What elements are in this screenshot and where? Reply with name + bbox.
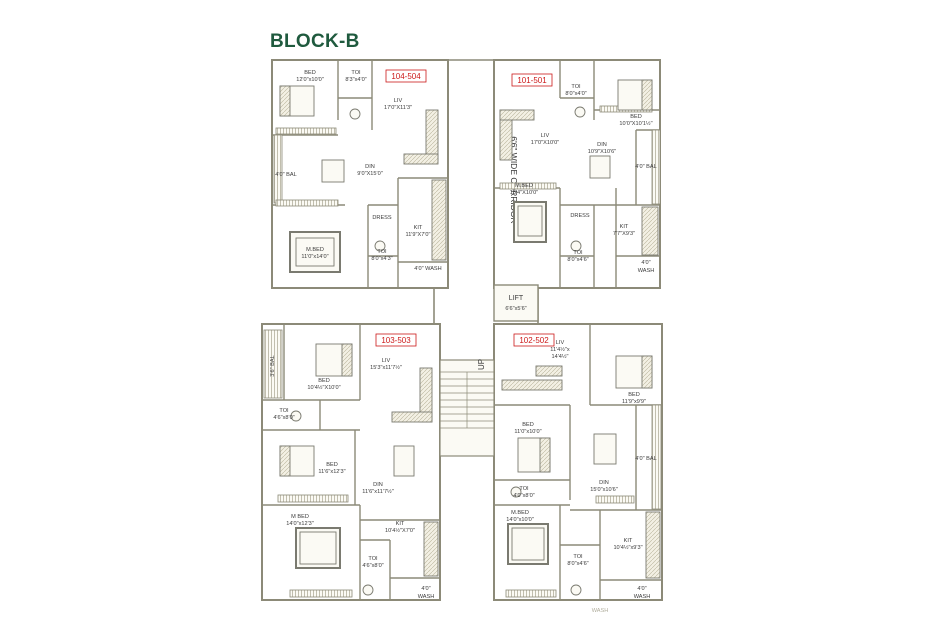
page-title: BLOCK-B	[270, 31, 360, 52]
room-name: KIT	[414, 225, 423, 231]
room-size: 14'0"x10'0"	[506, 517, 534, 523]
unit-102-502-rooms: LIV 11'4½"x 14'4½" BED 11'9"x9'9" BED 11…	[506, 340, 656, 600]
room-name: DIN	[373, 482, 383, 488]
room-size: 9'0"X15'0"	[357, 171, 382, 177]
room-name: 4'0" WASH	[414, 266, 441, 272]
unit-104-504-walls	[272, 60, 448, 288]
room-name: TOI	[571, 84, 581, 90]
room-name: LIV	[556, 340, 565, 346]
room-name: LIV	[382, 358, 391, 364]
lift: LIFT 6'6"x5'6"	[493, 284, 539, 322]
room-size: 10'9"X10'6"	[588, 149, 617, 155]
room-size: WASH	[638, 268, 655, 274]
room-name: BED	[628, 392, 640, 398]
room-name: M.BED	[511, 510, 529, 516]
room-size: 4'6"x8'0"	[273, 415, 294, 421]
room-name: DIN	[597, 142, 607, 148]
room-size: 4'6"x8'0"	[362, 563, 383, 569]
room-name: TOI	[368, 556, 378, 562]
room-name: TOI	[377, 249, 387, 255]
room-size: 8'3"x4'0"	[345, 77, 366, 83]
room-size: WASH	[418, 594, 435, 600]
room-name: DRESS	[570, 213, 590, 219]
room-name: TOI	[279, 408, 289, 414]
stair-up-label: UP	[477, 359, 486, 370]
room-name: M BED	[291, 514, 309, 520]
room-name: TOI	[519, 486, 529, 492]
room-name: 4'0" BAL	[635, 456, 656, 462]
room-size: 11'6"x11'7½"	[362, 488, 393, 495]
unit-id-101-501: 101-501	[517, 76, 547, 85]
room-size: 11'4½"x	[550, 346, 570, 353]
room-name: M.BED	[306, 247, 324, 253]
room-name: BED	[304, 70, 316, 76]
unit-104-504-rooms: BED 12'0"x10'0" TOI 8'3"x4'0" LIV 17'0"X…	[275, 70, 441, 272]
room-size: 11'6"x12'3"	[318, 469, 345, 475]
room-size: 10'0"X10'1½"	[619, 120, 652, 127]
room-name: KIT	[396, 521, 405, 527]
room-size: 4'0"x8'0"	[513, 493, 534, 499]
unit-labels: 104-504 101-501 103-503 102-502	[375, 69, 555, 347]
room-size: 14'4½"	[551, 353, 568, 360]
room-size: 17'0"X10'0"	[531, 140, 560, 146]
room-name: DRESS	[372, 215, 392, 221]
room-name: 3'6" BAL	[270, 355, 276, 376]
room-size: 15'4"X10'0"	[510, 190, 539, 196]
unit-103-503-rooms: 3'6" BAL BED 10'4½"X10'0" LIV 15'3"x11'7…	[270, 355, 434, 600]
footer-fragment: WASH	[592, 608, 609, 614]
unit-id-103-503: 103-503	[381, 336, 411, 345]
unit-103-503-walls	[262, 324, 440, 600]
room-name: LIV	[541, 133, 550, 139]
room-name: 4'0"	[637, 586, 646, 592]
room-name: BED	[630, 114, 642, 120]
room-size: 15'3"x11'7½"	[370, 364, 402, 371]
room-size: 12'0"x10'0"	[296, 77, 324, 83]
room-name: DIN	[365, 164, 375, 170]
room-name: TOI	[573, 554, 583, 560]
unit-id-104-504: 104-504	[391, 72, 421, 81]
room-name: M.BED	[515, 183, 533, 189]
unit-102-502-walls	[494, 324, 662, 600]
room-size: 11'0"x10'0"	[514, 429, 541, 435]
room-name: 4'0" BAL	[635, 164, 656, 170]
unit-id-102-502: 102-502	[519, 336, 549, 345]
corridor-label: 6'6" WIDE CORRIDOR	[509, 136, 519, 223]
room-name: TOI	[573, 250, 583, 256]
room-size: 8'0"x4'6"	[567, 561, 588, 567]
room-name: 4'0"	[641, 260, 650, 266]
room-size: 11'9"x9'9"	[622, 399, 646, 405]
room-size: 8'0"x4'3"	[371, 256, 392, 262]
room-name: TOI	[351, 70, 361, 76]
room-name: BED	[326, 462, 338, 468]
room-name: LIV	[394, 98, 403, 104]
staircase: UP	[439, 359, 495, 457]
room-name: KIT	[624, 538, 633, 544]
room-size: 7'7"X9'3"	[613, 231, 635, 237]
room-size: 10'4½"X7'0"	[385, 527, 415, 534]
room-name: BED	[318, 378, 330, 384]
room-size: 15'0"x10'6"	[590, 487, 618, 493]
room-size: 14'0"x12'3"	[286, 521, 314, 527]
room-name: 4'0" BAL	[275, 172, 296, 178]
furniture	[279, 79, 661, 596]
room-size: 10'4½"X10'0"	[307, 384, 340, 391]
room-size: 10'4½"x9'3"	[613, 544, 642, 551]
room-name: KIT	[620, 224, 629, 230]
unit-101-501-rooms: TOI 8'0"x4'0" BED 10'0"X10'1½" LIV 17'0"…	[510, 84, 657, 274]
room-name: BED	[522, 422, 534, 428]
room-name: 4'0"	[421, 586, 430, 592]
room-size: 8'0"x4'0"	[565, 91, 586, 97]
room-size: 8'0"x4'6"	[567, 257, 588, 263]
room-size: 11'9"X7'0"	[406, 232, 431, 238]
room-size: 11'0"x14'0"	[301, 254, 328, 260]
lift-size: 6'6"x5'6"	[505, 306, 526, 312]
lift-label: LIFT	[509, 295, 524, 302]
room-size: 17'0"X11'3"	[384, 105, 412, 111]
room-name: DIN	[599, 480, 609, 486]
room-size: WASH	[634, 594, 651, 600]
building-outline	[261, 59, 663, 601]
